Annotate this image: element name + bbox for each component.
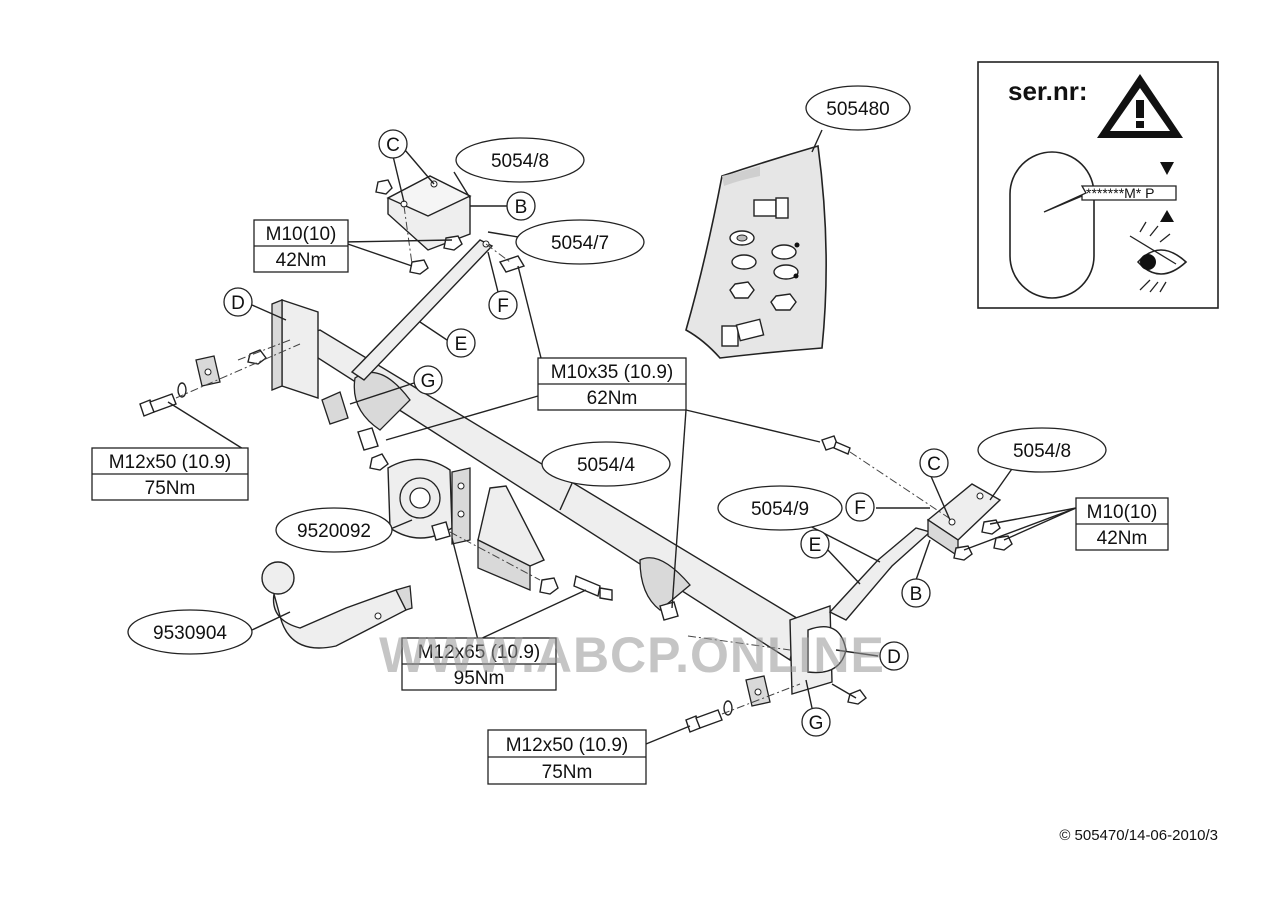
torque-value: 95Nm [454, 668, 505, 689]
letter-b-right: B [901, 578, 931, 608]
svg-text:B: B [515, 197, 528, 218]
hardware-bag-505480 [685, 144, 827, 359]
letter-c-right: C [919, 448, 949, 478]
callout-9530904-text: 9530904 [153, 623, 227, 644]
torque-value: 42Nm [1097, 528, 1148, 549]
serial-plate-text: *******M* P [1086, 185, 1154, 201]
bolt [431, 521, 451, 541]
torque-bolt: M12x65 (10.9) [418, 642, 541, 663]
nut [993, 535, 1013, 551]
svg-text:E: E [809, 535, 822, 556]
letter-e-right: E [800, 529, 830, 559]
serial-plate-callout [1043, 185, 1177, 213]
torque-box-m10-left: M10(10) 42Nm [253, 219, 349, 273]
torque-bolt: M10x35 (10.9) [551, 362, 674, 383]
towball-neck-outline [1009, 151, 1095, 299]
svg-text:B: B [910, 584, 923, 605]
right-mounting-bolt [685, 675, 867, 733]
nut [375, 179, 393, 195]
left-g-bracket [321, 391, 349, 425]
callout-9520092: 9520092 [275, 507, 393, 553]
callout-5054-4-text: 5054/4 [577, 455, 636, 476]
letter-e-left: E [446, 328, 476, 358]
callout-5054-8-top: 5054/8 [455, 137, 585, 183]
svg-text:C: C [386, 135, 400, 156]
torque-box-m12x50-bottom: M12x50 (10.9) 75Nm [487, 729, 647, 785]
torque-box-m12x65: M12x65 (10.9) 95Nm [401, 637, 557, 691]
warning-triangle-icon [1097, 74, 1183, 138]
torque-bolt: M10(10) [1087, 502, 1158, 523]
torque-bolt: M12x50 (10.9) [506, 735, 629, 756]
copyright-footer: © 505470/14-06-2010/3 [1059, 827, 1218, 844]
svg-text:D: D [231, 293, 245, 314]
towball-mount-bracket [477, 485, 559, 595]
letter-f-left: F [488, 290, 518, 320]
bag-bolt-2 [721, 318, 765, 347]
svg-text:G: G [809, 713, 824, 734]
top-bracket-5054-8 [386, 175, 472, 251]
bolt [357, 427, 379, 451]
torque-box-m12x50-left: M12x50 (10.9) 75Nm [91, 447, 249, 501]
svg-text:F: F [854, 498, 866, 519]
bag-bolt [753, 197, 789, 219]
serial-number-panel: ser.nr: *******M* P [977, 61, 1219, 309]
torque-value: 75Nm [145, 478, 196, 499]
svg-text:G: G [421, 371, 436, 392]
nut [443, 235, 463, 251]
nut [369, 453, 389, 471]
callout-5054-4: 5054/4 [541, 441, 671, 487]
torque-box-m10-right: M10(10) 42Nm [1075, 497, 1169, 551]
right-side-plate [789, 605, 847, 695]
serial-number-title: ser.nr: [1008, 76, 1088, 106]
callout-5054-9: 5054/9 [717, 485, 843, 531]
torque-value: 62Nm [587, 388, 638, 409]
torque-bolt: M10(10) [266, 224, 337, 245]
socket-plate-9520092 [387, 458, 471, 545]
letter-g-left: G [413, 365, 443, 395]
torque-value: 42Nm [276, 250, 327, 271]
watermark: WWW.ABCP.ONLINE [379, 627, 885, 683]
svg-text:D: D [887, 647, 901, 668]
torque-bolt: M12x50 (10.9) [109, 452, 232, 473]
bolt [659, 601, 679, 621]
callout-5054-7-text: 5054/7 [551, 233, 609, 254]
letter-g-right: G [801, 707, 831, 737]
towball-9530904 [261, 561, 413, 649]
bolt-m12x65 [573, 575, 601, 597]
nut [953, 545, 973, 561]
callout-5054-8-right: 5054/8 [977, 427, 1107, 473]
callout-5054-9-text: 5054/9 [751, 499, 809, 520]
callout-9520092-text: 9520092 [297, 521, 371, 542]
bolt [498, 255, 526, 273]
letter-f-right: F [845, 492, 875, 522]
torque-value: 75Nm [542, 762, 593, 783]
letter-c-top: C [378, 129, 408, 159]
right-bracket-5054-8 [926, 483, 1002, 558]
letter-b-top: B [506, 191, 536, 221]
callout-5054-7: 5054/7 [515, 219, 645, 265]
left-mounting-bolt [139, 349, 267, 417]
torque-box-m10x35: M10x35 (10.9) 62Nm [537, 357, 687, 411]
eye-icon [1129, 221, 1188, 293]
callout-5054-8-top-text: 5054/8 [491, 151, 549, 172]
callout-505480: 505480 [805, 85, 911, 131]
letter-d-right: D [879, 641, 909, 671]
callout-505480-text: 505480 [826, 99, 889, 120]
letter-d-left: D [223, 287, 253, 317]
left-side-plate [271, 299, 319, 399]
svg-text:E: E [455, 334, 468, 355]
svg-text:F: F [497, 296, 509, 317]
nut [409, 259, 429, 275]
callout-9530904: 9530904 [127, 609, 253, 655]
callout-5054-8-right-text: 5054/8 [1013, 441, 1071, 462]
svg-text:C: C [927, 454, 941, 475]
